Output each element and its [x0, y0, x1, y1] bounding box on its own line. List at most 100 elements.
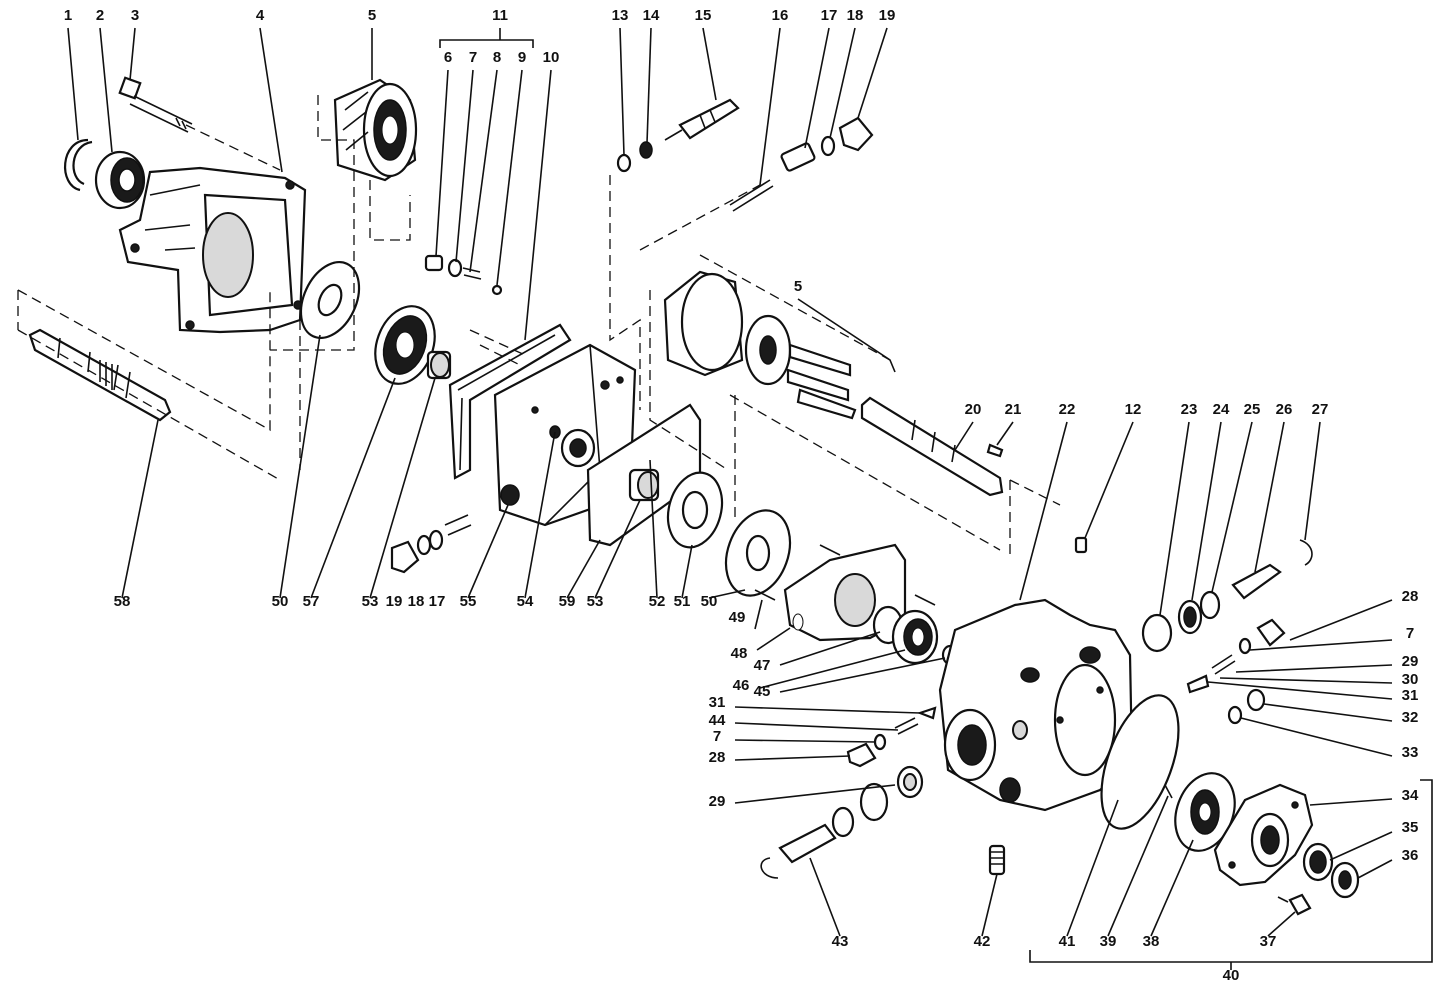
screw-part-37 [1277, 893, 1312, 916]
callout-c41: 41 [1059, 933, 1076, 950]
shaft-parts-13-15 [616, 98, 740, 173]
bushing-part-53b [628, 468, 660, 502]
callout-c3: 3 [131, 7, 139, 24]
callout-c43: 43 [832, 933, 849, 950]
callout-c58: 58 [114, 593, 131, 610]
spring-part-16 [729, 179, 774, 212]
plug-part-12 [1074, 536, 1088, 554]
callout-c18a: 18 [847, 7, 864, 24]
callout-c19b: 19 [386, 593, 403, 610]
callout-c29b: 29 [709, 793, 726, 810]
callout-c52: 52 [649, 593, 666, 610]
cover-part-34 [1213, 783, 1314, 887]
callout-c27: 27 [1312, 401, 1329, 418]
callout-c59: 59 [559, 593, 576, 610]
callout-c51: 51 [674, 593, 691, 610]
check-valve-parts-6-9 [424, 254, 503, 296]
bolt-part-3 [118, 76, 193, 133]
relief-valve-parts-17-19-upper [780, 116, 874, 172]
callout-c37: 37 [1260, 933, 1277, 950]
snap-ring-part-1 [64, 138, 93, 192]
rotating-group-part-5a [333, 78, 418, 182]
key-part-21 [986, 443, 1004, 458]
callout-c17b: 17 [429, 593, 446, 610]
bushing-part-53a [426, 350, 452, 380]
shaft-part-58 [28, 328, 172, 422]
callout-c50a: 50 [272, 593, 289, 610]
callout-c19a: 19 [879, 7, 896, 24]
bearing-seal-parts-35-36 [1302, 842, 1360, 899]
shaft-part-20 [860, 396, 1004, 497]
thrust-washer-part-50a [299, 261, 361, 339]
callout-c33: 33 [1402, 744, 1419, 761]
callout-c44: 44 [709, 712, 726, 729]
callout-c47: 47 [754, 657, 771, 674]
bearing-part-2 [94, 150, 146, 210]
callout-c16: 16 [772, 7, 789, 24]
callout-c5b: 5 [794, 278, 802, 295]
callout-c7b: 7 [1406, 625, 1414, 642]
callout-c18b: 18 [408, 593, 425, 610]
callout-c2: 2 [96, 7, 104, 24]
callout-c38: 38 [1143, 933, 1160, 950]
fitting-part-42 [988, 844, 1006, 876]
callout-c24: 24 [1213, 401, 1230, 418]
callout-c14: 14 [643, 7, 660, 24]
pin-part-39 [1164, 784, 1173, 799]
callout-c9: 9 [518, 49, 526, 66]
valve-plate-part-51 [666, 471, 724, 549]
callout-c50b: 50 [701, 593, 718, 610]
housing-part-4 [118, 166, 307, 334]
callout-c20: 20 [965, 401, 982, 418]
callout-c35: 35 [1402, 819, 1419, 836]
callout-c49: 49 [729, 609, 746, 626]
callout-c28b: 28 [709, 749, 726, 766]
callout-c15: 15 [695, 7, 712, 24]
shaft-part-43 [760, 823, 837, 879]
rotating-group-part-5b [663, 270, 857, 420]
callout-c34: 34 [1402, 787, 1419, 804]
leader-lines [67, 27, 1433, 970]
callout-c17a: 17 [821, 7, 838, 24]
callout-c4: 4 [256, 7, 265, 24]
relief-valve-parts-17-19-lower [390, 514, 472, 574]
callout-c31b: 31 [709, 694, 726, 711]
gerotor-part-38 [1174, 772, 1236, 852]
callout-c5a: 5 [368, 7, 376, 24]
callout-c53b: 53 [587, 593, 604, 610]
callout-c54: 54 [517, 593, 534, 610]
callout-c13: 13 [612, 7, 629, 24]
callout-c12: 12 [1125, 401, 1142, 418]
callout-c31a: 31 [1402, 687, 1419, 704]
callout-c7a: 7 [469, 49, 477, 66]
callout-c29a: 29 [1402, 653, 1419, 670]
callout-c21: 21 [1005, 401, 1022, 418]
callout-c40: 40 [1223, 967, 1240, 984]
o-ring-part-41 [1100, 694, 1180, 830]
callout-c45: 45 [754, 683, 771, 700]
callout-c1: 1 [64, 7, 72, 24]
callout-c53a: 53 [362, 593, 379, 610]
callout-c42: 42 [974, 933, 991, 950]
callout-c36: 36 [1402, 847, 1419, 864]
callout-c30: 30 [1402, 671, 1419, 688]
left-small-parts-28-31-44 [831, 706, 937, 838]
callout-c46: 46 [733, 677, 750, 694]
callout-c8: 8 [493, 49, 501, 66]
callout-c28a: 28 [1402, 588, 1419, 605]
gasket-part-10 [448, 323, 572, 480]
right-small-parts-28-33 [1186, 618, 1286, 725]
callout-c6: 6 [444, 49, 452, 66]
callout-c11: 11 [492, 7, 508, 24]
callout-c55: 55 [460, 593, 477, 610]
callout-c10: 10 [543, 49, 560, 66]
charge-pump-parts-23-27 [1141, 539, 1313, 653]
callout-c22: 22 [1059, 401, 1076, 418]
main-housing-part-22 [938, 598, 1134, 812]
callout-c39: 39 [1100, 933, 1117, 950]
valve-plate-part-57 [374, 305, 436, 385]
alignment-lines [17, 95, 1061, 555]
callout-c57: 57 [303, 593, 320, 610]
